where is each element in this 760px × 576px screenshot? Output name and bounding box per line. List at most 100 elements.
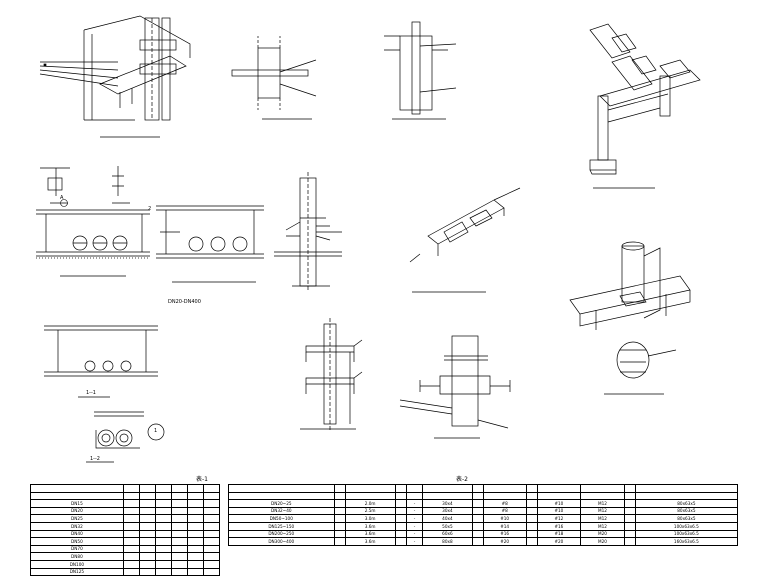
table1-cell xyxy=(122,506,140,516)
table1-cell: DN32 xyxy=(30,521,124,531)
table2-header-cell xyxy=(580,491,625,501)
table2-header-cell xyxy=(333,484,346,493)
table2-cell: M12 xyxy=(580,514,625,523)
table1-header-cell xyxy=(154,491,172,501)
table2-cell: 3.6m xyxy=(344,537,396,546)
table1-row: DN80 xyxy=(30,552,221,561)
table2-cell xyxy=(471,521,484,531)
table2-cell xyxy=(525,514,538,523)
table1-cell xyxy=(122,537,140,546)
table2-cell xyxy=(525,537,538,546)
detail-three-pipe-rack xyxy=(36,209,150,277)
table1-cell xyxy=(202,552,221,561)
table1-number: 表-1 xyxy=(196,476,208,483)
table1-cell xyxy=(170,499,188,508)
table2-cell: 3.6m xyxy=(344,521,396,531)
table1-cell xyxy=(170,559,188,569)
table1-cell xyxy=(170,521,188,531)
table2-header-cell xyxy=(634,491,739,501)
table2-cell xyxy=(333,521,346,531)
detail-a-label: A xyxy=(60,195,64,201)
table1-cell xyxy=(138,499,156,508)
table2-cell xyxy=(525,521,538,531)
table2-header-cell xyxy=(344,491,396,501)
table2-header-cell xyxy=(344,484,396,493)
table2-header-cell xyxy=(482,484,527,493)
table2-header-cell xyxy=(580,484,625,493)
table2-cell: #16 xyxy=(536,521,582,531)
table2-cell: 50x5 xyxy=(422,521,473,531)
table1-cell xyxy=(170,529,188,539)
table1-cell xyxy=(122,499,140,508)
table2-cell: - xyxy=(405,529,424,539)
detail-pipe-through-slab xyxy=(384,21,457,120)
table1-row: DN32 xyxy=(30,521,221,531)
table2-cell xyxy=(623,521,636,531)
table1-cell xyxy=(154,544,172,554)
table1-cell: DN25 xyxy=(30,514,124,523)
table1-cell xyxy=(202,514,221,523)
table1-cell xyxy=(138,514,156,523)
table2-cell: 3.0m xyxy=(344,514,396,523)
table2-cell: - xyxy=(405,521,424,531)
table1-header-cell xyxy=(202,484,221,493)
table2-cell: - xyxy=(405,506,424,516)
table2-cell xyxy=(333,537,346,546)
table1-cell xyxy=(170,514,188,523)
table2-cell: 2.5m xyxy=(344,506,396,516)
table1-cell xyxy=(186,529,204,539)
table1-cell: DN125 xyxy=(30,567,124,576)
table1-header-cell xyxy=(30,484,124,493)
table2-cell: DN300~400 xyxy=(228,537,335,546)
table1-cell xyxy=(154,567,172,576)
table2-cell: #10 xyxy=(482,514,527,523)
table1-cell: DN40 xyxy=(30,529,124,539)
section-marker-1: 1 xyxy=(154,428,158,434)
table2-header-cell xyxy=(394,484,407,493)
table2-header-cell xyxy=(482,491,527,501)
table1-header-cell xyxy=(138,491,156,501)
table2-header-cell xyxy=(471,491,484,501)
table2-cell: #20 xyxy=(536,537,582,546)
table2-cell: 30x4 xyxy=(422,499,473,508)
table1-cell xyxy=(186,567,204,576)
table2-header-cell xyxy=(525,491,538,501)
table1-cell: DN70 xyxy=(30,544,124,554)
table1-cell xyxy=(122,544,140,554)
pipe-spec-note: DN20-DN400 xyxy=(168,299,201,305)
table2-cell: DN50~100 xyxy=(228,514,335,523)
table2-cell xyxy=(394,506,407,516)
table2-header-cell xyxy=(525,484,538,493)
table1-cell xyxy=(154,499,172,508)
table2-number: 表-2 xyxy=(456,476,468,483)
table1-header-cell xyxy=(122,484,140,493)
table2-cell: 80x8 xyxy=(422,537,473,546)
table1-cell: DN50 xyxy=(30,537,124,546)
table1-cell xyxy=(122,567,140,576)
table2-cell xyxy=(333,514,346,523)
table1-header-cell xyxy=(122,491,140,501)
table2-header-cell xyxy=(536,491,582,501)
table2-cell xyxy=(471,537,484,546)
detail-horizontal-clamp-isometric xyxy=(409,187,521,293)
detail-isometric-pipe-support xyxy=(589,23,701,189)
table2-cell: 80x63x5 xyxy=(634,499,739,508)
table2-header-row xyxy=(228,491,739,501)
table2-cell: - xyxy=(405,514,424,523)
table1-row: DN125 xyxy=(30,567,221,576)
table1-cell: DN80 xyxy=(30,552,124,561)
table1-cell xyxy=(186,537,204,546)
table2-header-cell xyxy=(405,484,424,493)
table1-header-cell xyxy=(138,484,156,493)
table2-cell: #10 xyxy=(536,499,582,508)
table1-cell xyxy=(138,537,156,546)
detail-a-marker xyxy=(60,199,68,207)
table2-cell: - xyxy=(405,537,424,546)
section-1-label: 1--1 xyxy=(86,390,96,396)
table1-cell xyxy=(154,537,172,546)
table2-cell: 100x63x6.5 xyxy=(634,521,739,531)
table2-cell: #8 xyxy=(482,499,527,508)
